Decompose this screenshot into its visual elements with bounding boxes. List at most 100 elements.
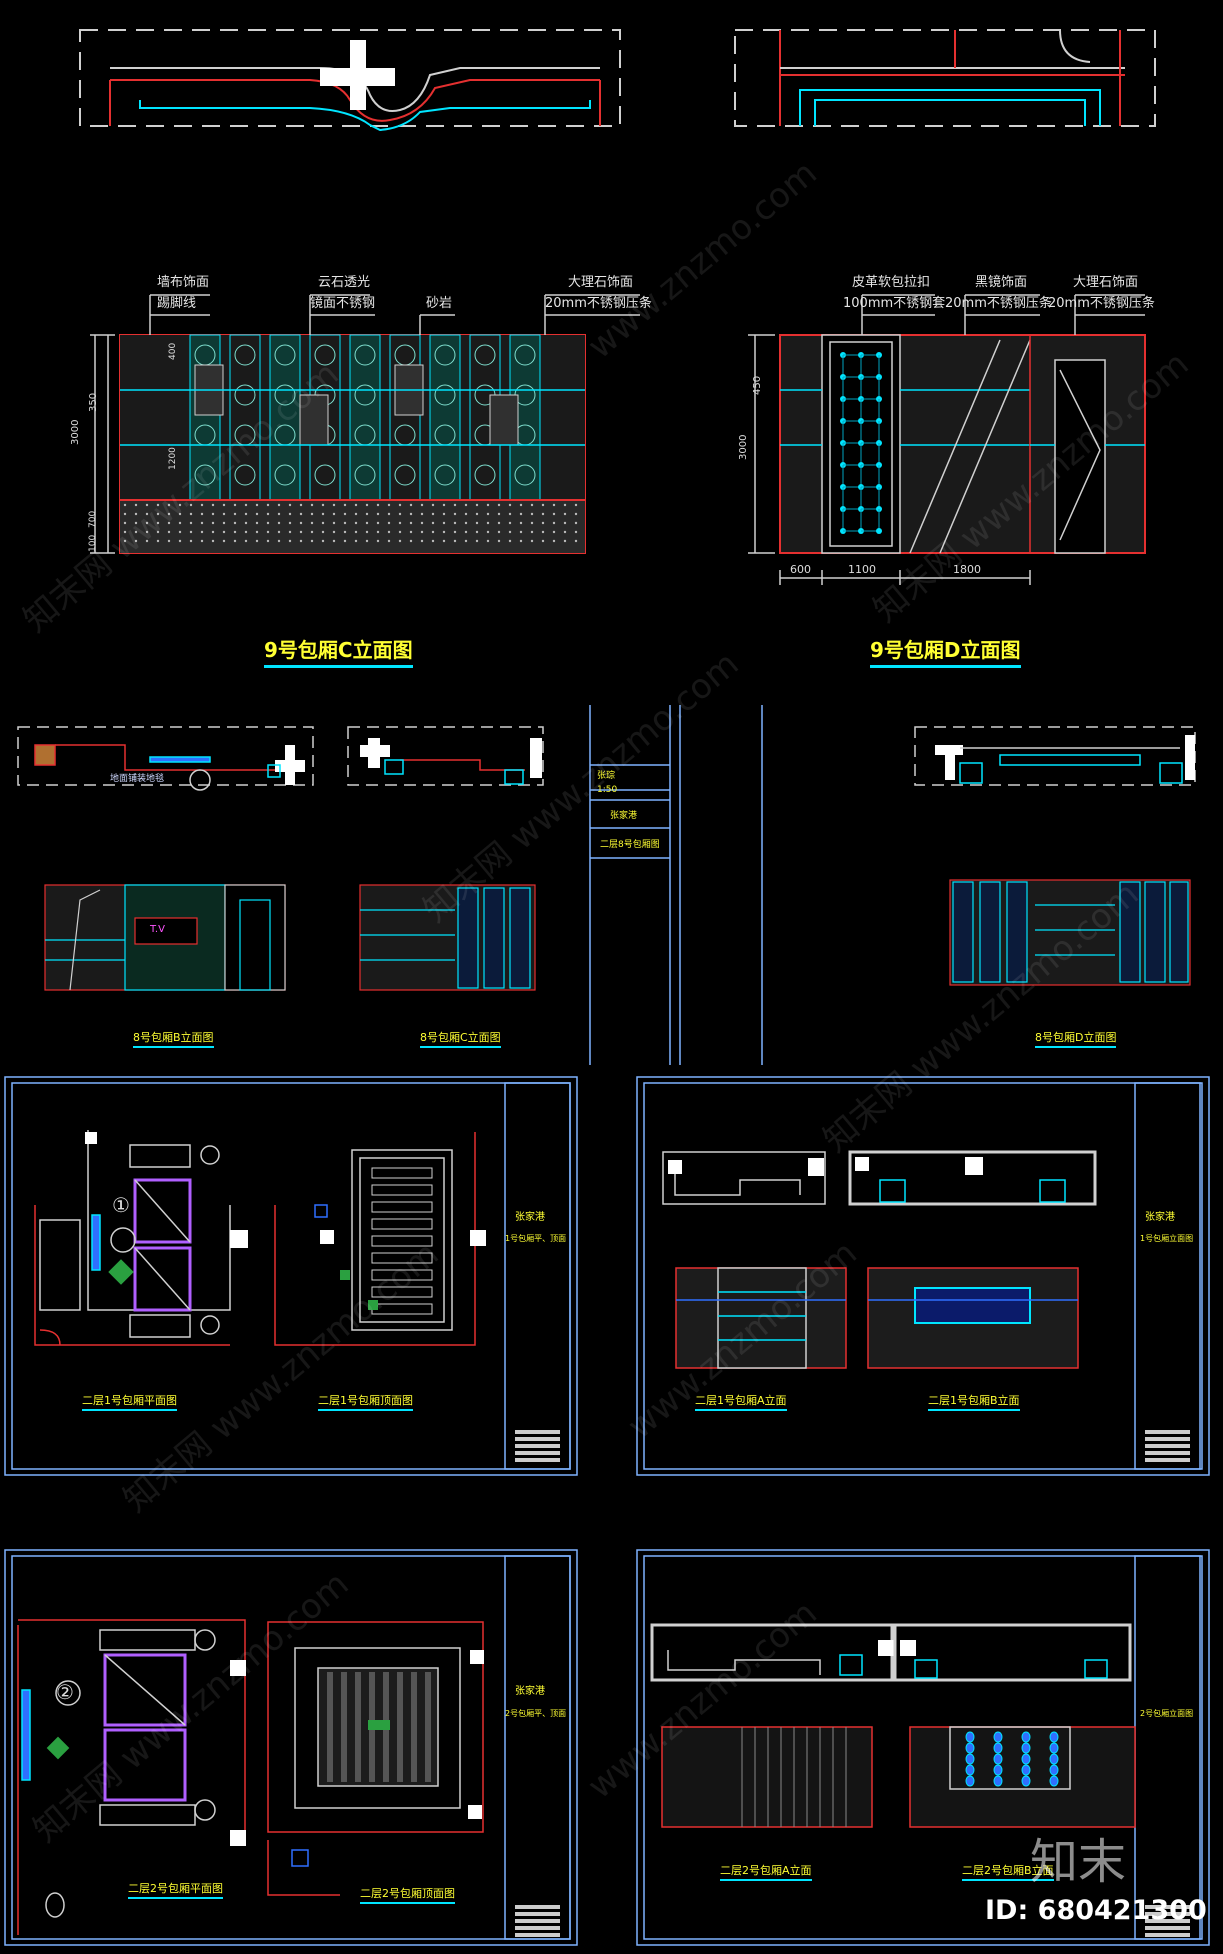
dim-c-mid: 350 xyxy=(88,392,99,412)
floor-dot xyxy=(310,521,314,525)
tb-stripe xyxy=(1145,1912,1190,1916)
bead xyxy=(1049,1775,1059,1787)
rosette xyxy=(514,344,536,366)
floor-dot xyxy=(343,539,347,543)
floor-dot xyxy=(343,530,347,534)
floor-dot xyxy=(497,512,501,516)
label-marble-c: 大理石饰面 xyxy=(568,275,634,290)
rosette xyxy=(514,464,536,486)
floor-dot xyxy=(200,539,204,543)
floor-dot xyxy=(277,503,281,507)
tb-stripe xyxy=(515,1912,560,1916)
floor-dot xyxy=(486,521,490,525)
floor-dot xyxy=(420,530,424,534)
floor-dot xyxy=(332,512,336,516)
tb-stripe xyxy=(515,1451,560,1455)
floor-dot xyxy=(486,530,490,534)
tb-stripe xyxy=(515,1926,560,1930)
floor-dot xyxy=(453,539,457,543)
floor-dot xyxy=(387,521,391,525)
tb-stripe xyxy=(515,1933,560,1937)
rosette xyxy=(234,464,256,486)
tb-stripe xyxy=(515,1437,560,1441)
floor-dot xyxy=(464,521,468,525)
floor-dot xyxy=(431,530,435,534)
floor-dot xyxy=(299,503,303,507)
room1-elevations xyxy=(662,1150,1097,1369)
floor-dot xyxy=(453,503,457,507)
floor-dot xyxy=(288,512,292,516)
label-cloudstone: 云石透光 xyxy=(318,275,371,290)
floor-dot xyxy=(530,521,534,525)
dim-c-total: 3000 xyxy=(70,419,81,445)
floor-dot xyxy=(233,521,237,525)
floor-dot xyxy=(541,503,545,507)
dim-c-d: 1200 xyxy=(168,447,178,470)
floor-dot xyxy=(409,512,413,516)
bead xyxy=(1049,1764,1059,1776)
floor-dot xyxy=(530,539,534,543)
floor-dot xyxy=(508,530,512,534)
floor-dot xyxy=(123,521,127,525)
rosette xyxy=(474,344,496,366)
rosette xyxy=(434,464,456,486)
floor-dot xyxy=(486,512,490,516)
tb3-project: 张家港 xyxy=(515,1686,545,1697)
bead xyxy=(965,1764,975,1776)
ornament-panel xyxy=(389,334,421,501)
tv-label: T.V xyxy=(150,924,165,935)
floor-dot xyxy=(222,530,226,534)
floor-dot xyxy=(123,530,127,534)
tb-project: 张家港 xyxy=(610,811,638,821)
floor-dot xyxy=(475,512,479,516)
floor-dot xyxy=(288,530,292,534)
tb-stripe xyxy=(515,1444,560,1448)
ceiling-slat xyxy=(371,1184,433,1196)
tb-stripe xyxy=(1145,1458,1190,1462)
floor-dot xyxy=(453,521,457,525)
rosette xyxy=(314,344,336,366)
floor-dot xyxy=(365,521,369,525)
floor-dot xyxy=(365,503,369,507)
label-mirror-steel: 镜面不锈钢 xyxy=(310,296,376,311)
floor-dot xyxy=(398,512,402,516)
elevation-c8 xyxy=(359,884,536,991)
rosette xyxy=(274,464,296,486)
rosette xyxy=(394,464,416,486)
title-room1-ceiling: 二层1号包厢顶面图 xyxy=(318,1392,413,1411)
tb-stripe xyxy=(1145,1905,1190,1909)
floor-dot xyxy=(420,539,424,543)
floor-dot xyxy=(222,539,226,543)
floor-dot xyxy=(288,503,292,507)
title-c8: 8号包厢C立面图 xyxy=(420,1029,501,1048)
floor-dot xyxy=(266,503,270,507)
rosette xyxy=(474,464,496,486)
tb2-project: 张家港 xyxy=(1145,1212,1175,1223)
floor-dot xyxy=(178,512,182,516)
dim-d-w2: 1100 xyxy=(848,563,876,576)
floor-dot xyxy=(442,539,446,543)
floor-dot xyxy=(299,539,303,543)
dim-c-c: 100 xyxy=(88,534,98,552)
floor-dot xyxy=(310,512,314,516)
small-plan-b8 xyxy=(17,726,314,791)
floor-dot xyxy=(332,503,336,507)
floor-dot xyxy=(145,521,149,525)
floor-dot xyxy=(167,530,171,534)
label-skirting: 踢脚线 xyxy=(157,296,197,311)
floor-dot xyxy=(211,539,215,543)
floor-dot xyxy=(563,530,567,534)
elevation-c-9 xyxy=(90,294,640,554)
floor-dot xyxy=(200,530,204,534)
dim-c-a: 400 xyxy=(168,342,178,360)
tb3-drawing: 2号包厢平、顶面 xyxy=(505,1709,567,1718)
rosette xyxy=(234,384,256,406)
floor-dot xyxy=(277,539,281,543)
elevation-d8 xyxy=(949,879,1191,986)
floor-dot xyxy=(255,530,259,534)
floor-dot xyxy=(519,503,523,507)
floor-dot xyxy=(244,530,248,534)
room1-plan xyxy=(34,1130,248,1346)
title-d-elevation: 9号包厢D立面图 xyxy=(870,634,1021,668)
bead xyxy=(1049,1731,1059,1743)
